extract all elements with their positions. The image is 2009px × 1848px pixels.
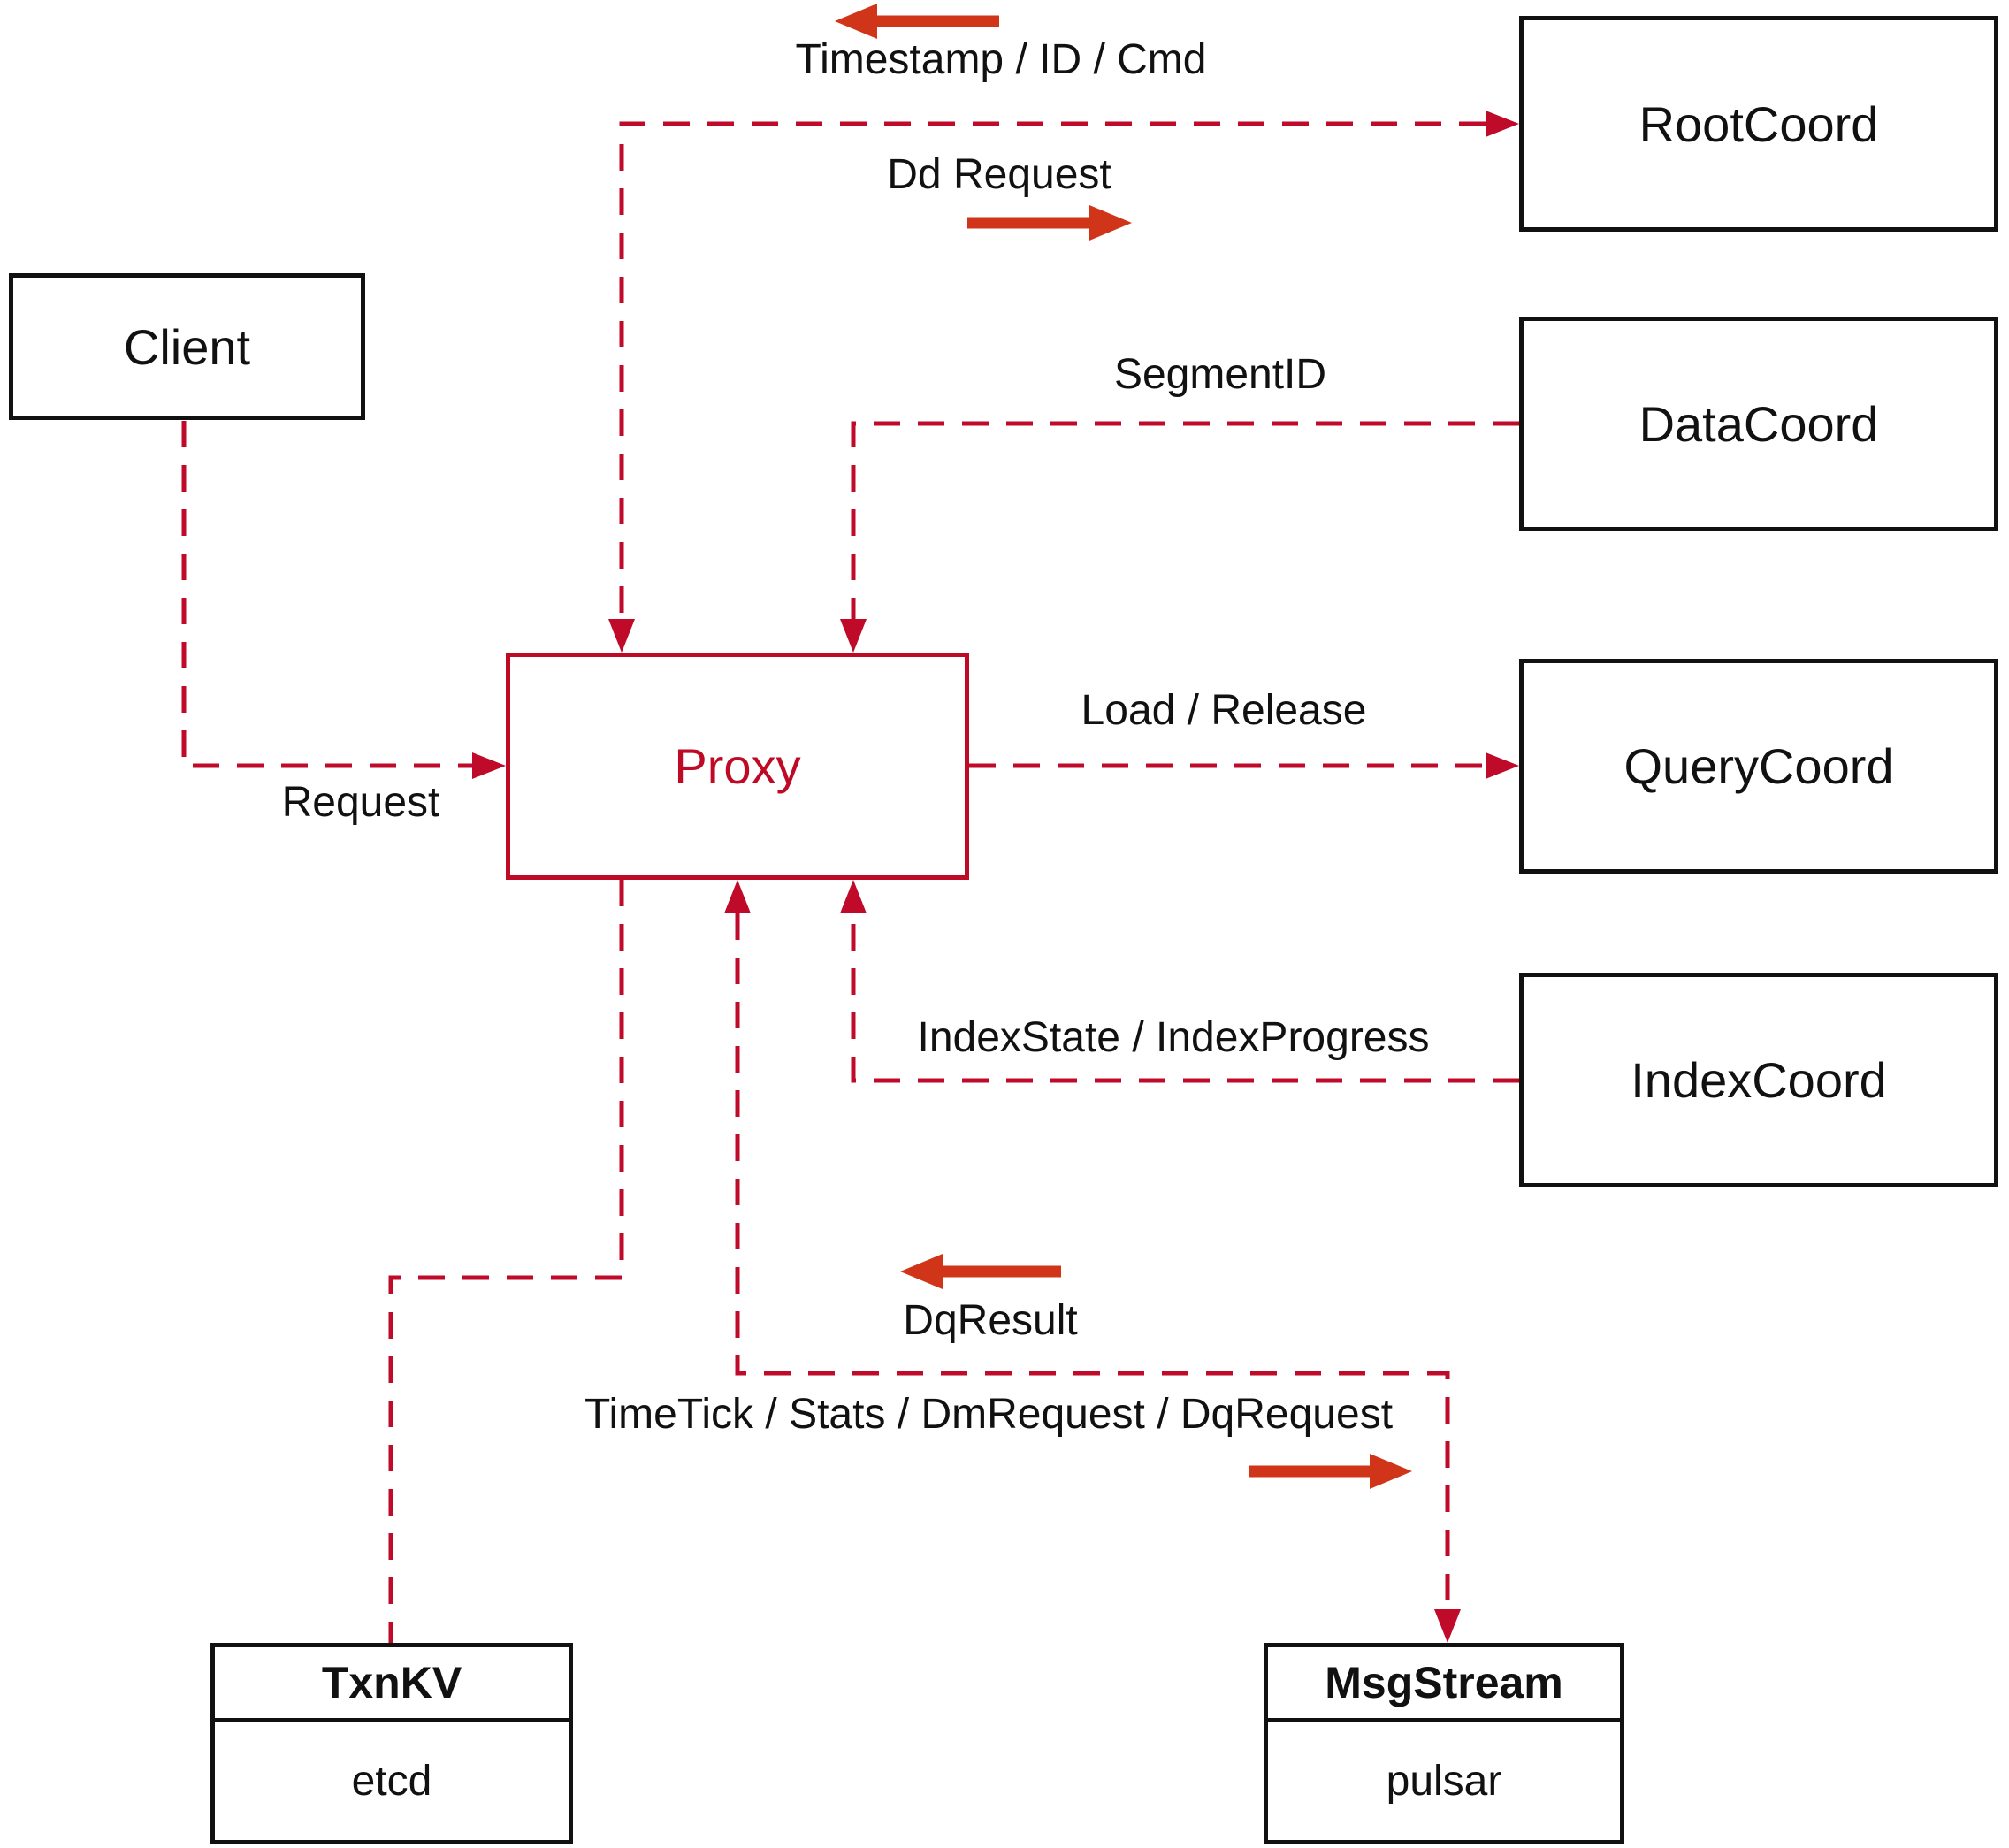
- arrowhead-rootcoord-into-proxy: [608, 619, 635, 653]
- node-datacoord: DataCoord: [1519, 317, 1998, 531]
- edge-datacoord-proxy: [851, 421, 1519, 619]
- edge-label-timetick: TimeTick / Stats / DmRequest / DqRequest: [584, 1391, 1394, 1438]
- msgstream-subtitle: pulsar: [1386, 1758, 1502, 1805]
- txnkv-title: TxnKV: [215, 1647, 569, 1722]
- arrowhead-into-querycoord: [1486, 752, 1519, 779]
- left-arrow-dqresult-icon: [900, 1254, 1061, 1289]
- querycoord-label: QueryCoord: [1623, 738, 1894, 794]
- edge-label-dd-request: Dd Request: [887, 151, 1111, 198]
- node-txnkv: TxnKV etcd: [210, 1643, 573, 1844]
- node-msgstream: MsgStream pulsar: [1264, 1643, 1624, 1844]
- txnkv-subtitle: etcd: [351, 1758, 432, 1805]
- msgstream-title: MsgStream: [1268, 1647, 1620, 1722]
- client-label: Client: [123, 318, 251, 375]
- edge-label-request: Request: [281, 779, 440, 826]
- edge-proxy-msgstream: [735, 913, 1450, 1609]
- edge-label-indexstate: IndexState / IndexProgress: [917, 1014, 1430, 1061]
- edge-label-segmentid: SegmentID: [1113, 351, 1327, 398]
- node-querycoord: QueryCoord: [1519, 659, 1998, 874]
- arrowhead-indexcoord-into-proxy: [840, 880, 867, 913]
- datacoord-label: DataCoord: [1639, 396, 1879, 452]
- arrowhead-request-into-proxy: [472, 752, 506, 779]
- right-arrow-timetick-icon: [1249, 1454, 1412, 1489]
- edge-proxy-rootcoord: [619, 121, 1486, 619]
- arrowhead-datacoord-into-proxy: [840, 619, 867, 653]
- edge-indexcoord-proxy: [851, 913, 1519, 1083]
- proxy-label: Proxy: [674, 738, 801, 794]
- node-proxy: Proxy: [506, 653, 969, 880]
- edge-label-dqresult: DqResult: [903, 1297, 1078, 1344]
- node-client: Client: [9, 273, 365, 420]
- arrowhead-msgstream-into-proxy: [724, 880, 751, 913]
- indexcoord-label: IndexCoord: [1631, 1052, 1887, 1108]
- edge-proxy-txnkv: [388, 880, 624, 1643]
- node-indexcoord: IndexCoord: [1519, 973, 1998, 1187]
- right-arrow-dd-request-icon: [967, 205, 1132, 241]
- rootcoord-label: RootCoord: [1639, 95, 1879, 152]
- arrowhead-into-rootcoord: [1486, 111, 1519, 137]
- edge-client-proxy: [181, 421, 472, 768]
- edge-label-load-release: Load / Release: [1081, 687, 1367, 734]
- arrowhead-into-msgstream: [1434, 1609, 1461, 1643]
- node-rootcoord: RootCoord: [1519, 16, 1998, 232]
- left-arrow-timestamp-icon: [835, 4, 999, 39]
- edge-label-timestamp-id-cmd: Timestamp / ID / Cmd: [795, 36, 1207, 83]
